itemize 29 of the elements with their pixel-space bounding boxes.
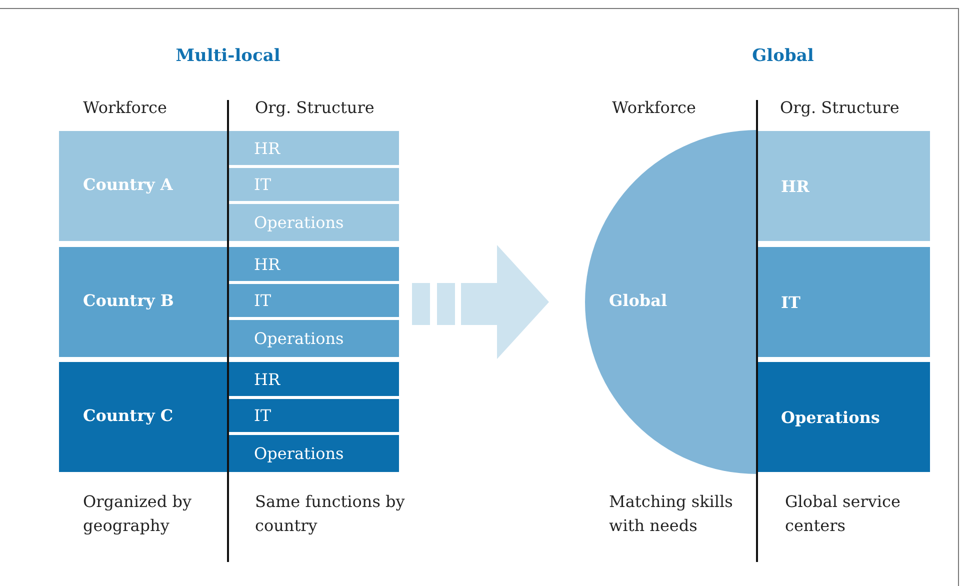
function-row: Operations [228,320,399,357]
country-band [59,131,399,241]
section-title: Global [751,45,815,68]
country-band [59,362,399,472]
section-title: Multi-local [174,45,282,68]
function-row: IT [228,168,399,201]
caption-text: Organized by geography [83,491,192,537]
band-label: Country B [83,291,174,310]
caption-text: Same functions by country [255,491,405,537]
function-row: IT [228,399,399,432]
band-label: Global [609,291,668,310]
column-header: Org. Structure [255,97,374,119]
function-row: HR [228,131,399,165]
band-label: Country A [83,175,173,194]
band-label: Country C [83,406,174,425]
function-block: IT [757,247,930,357]
function-row: Operations [228,435,399,472]
caption-text: Matching skills with needs [609,491,734,537]
function-row: Operations [228,204,399,241]
column-header: Workforce [612,97,696,119]
caption-text: Global service centers [785,491,902,537]
country-band [59,247,399,357]
function-block: Operations [757,362,930,472]
function-row: IT [228,284,399,317]
column-header: Org. Structure [780,97,900,119]
function-block: HR [757,131,930,241]
column-header: Workforce [83,97,167,119]
function-row: HR [228,362,399,396]
function-row: HR [228,247,399,281]
